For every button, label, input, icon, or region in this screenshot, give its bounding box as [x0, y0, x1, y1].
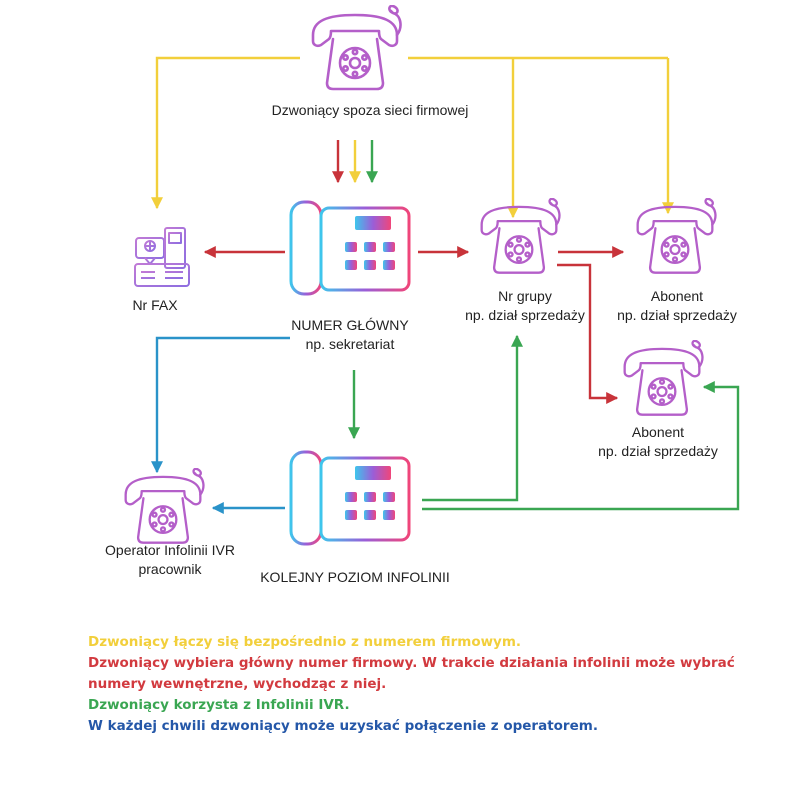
- green-arrow-to-group: [422, 334, 523, 502]
- fax-label: Nr FAX: [132, 297, 178, 313]
- group-number-label: Nr grupy np. dział sprzedaży: [445, 287, 605, 325]
- legend-line-red-1: Dzwoniący wybiera główny numer firmowy. …: [88, 655, 735, 671]
- main-number-label: NUMER GŁÓWNY np. sekretariat: [260, 316, 440, 354]
- blue-connectors: [151, 336, 290, 514]
- legend-line-green: Dzwoniący korzysta z Infolinii IVR.: [88, 697, 350, 713]
- main-number-label-line1: NUMER GŁÓWNY: [291, 317, 409, 333]
- green-connectors: [348, 140, 740, 511]
- legend-line-yellow: Dzwoniący łączy się bezpośrednio z numer…: [88, 634, 522, 650]
- group-number-label-line2: np. dział sprzedaży: [465, 307, 585, 323]
- subscriber-1-label-line1: Abonent: [650, 288, 704, 304]
- subscriber-1-label: Abonent np. dział sprzedaży: [597, 287, 757, 325]
- main-number-desk-phone-icon: [289, 200, 411, 296]
- subscriber-2-label-line2: np. dział sprzedaży: [598, 443, 718, 459]
- legend-line-red-2: numery wewnętrzne, wychodząc z niej.: [88, 676, 387, 692]
- ivr-operator-label: Operator Infolinii IVR pracownik: [70, 541, 270, 579]
- fax-icon: [134, 227, 190, 287]
- ivr-operator-phone-icon: [124, 468, 205, 544]
- green-arrow-to-subscriber-2: [422, 381, 740, 511]
- blue-arrow-to-operator: [151, 336, 290, 474]
- red-connectors: [203, 140, 625, 404]
- group-number-label-line1: Nr grupy: [498, 288, 552, 304]
- external-caller-phone-icon: [311, 5, 402, 91]
- legend: Dzwoniący łączy się bezpośrednio z numer…: [88, 632, 778, 737]
- yellow-arrow-to-fax: [151, 56, 300, 210]
- subscriber-2-label-line1: Abonent: [631, 424, 685, 440]
- yellow-connectors: [151, 56, 674, 219]
- red-arrow-to-subscriber-2: [557, 263, 619, 404]
- subscriber-2-phone-icon: [623, 340, 704, 416]
- ivr-operator-label-line2: pracownik: [138, 561, 202, 577]
- ivr-level-desk-phone-icon: [289, 450, 411, 546]
- subscriber-2-label: Abonent np. dział sprzedaży: [578, 423, 738, 461]
- subscriber-1-phone-icon: [636, 198, 717, 274]
- ivr-level-label: KOLEJNY POZIOM INFOLINII: [260, 569, 450, 585]
- external-caller-label: Dzwoniący spoza sieci firmowej: [271, 102, 469, 118]
- main-number-label-line2: np. sekretariat: [305, 336, 395, 352]
- group-number-phone-icon: [480, 198, 561, 274]
- ivr-operator-label-line1: Operator Infolinii IVR: [105, 542, 235, 558]
- subscriber-1-label-line2: np. dział sprzedaży: [617, 307, 737, 323]
- legend-line-blue: W każdej chwili dzwoniący może uzyskać p…: [88, 718, 598, 734]
